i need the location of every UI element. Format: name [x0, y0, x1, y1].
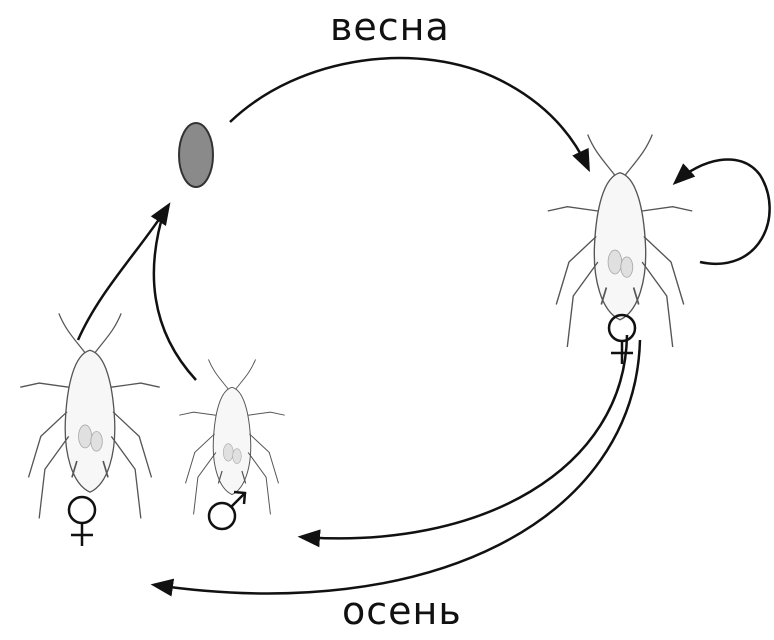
male-to-egg-arrow: [154, 208, 196, 380]
egg: [179, 123, 213, 187]
female-symbol-left: [69, 497, 95, 546]
aphid-male: [179, 359, 284, 514]
spring-label: весна: [330, 8, 450, 46]
autumn-label: осень: [342, 592, 462, 630]
female-symbol-right: [609, 315, 635, 364]
male-symbol: [209, 492, 245, 529]
aphid-female-left: [20, 313, 159, 518]
autumn-arrow-to-male: [302, 335, 627, 538]
self-loop-arrow: [676, 159, 770, 263]
spring-arrow: [230, 58, 588, 168]
